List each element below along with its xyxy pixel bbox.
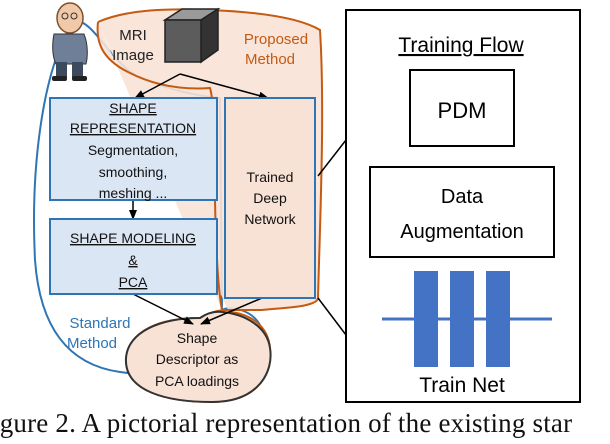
mri-label-line1: MRI: [119, 27, 147, 44]
arrow-mri-to-representation: [134, 73, 181, 99]
output-line3: PCA loadings: [155, 373, 239, 389]
shape-modeling-line2: &: [128, 252, 138, 268]
training-flow-title: Training Flow: [398, 34, 524, 57]
standard-method-label-line1: Standard: [70, 315, 131, 332]
neural-network-blocks-icon: [382, 271, 552, 367]
pdm-label: PDM: [438, 98, 487, 123]
proposed-method-label-line1: Proposed: [244, 31, 308, 48]
output-blob: [124, 310, 272, 404]
arrow-modeling-to-output: [132, 293, 194, 325]
standard-method-label-line2: Method: [67, 335, 117, 352]
figure-caption: igure 2. A pictorial representation of t…: [0, 408, 573, 438]
trained-network-line2: Deep: [253, 190, 287, 206]
old-man-clipart-icon: [52, 2, 88, 81]
shape-representation-title1: SHAPE: [109, 100, 156, 116]
output-line1: Shape: [177, 330, 218, 346]
shape-representation-title2: REPRESENTATION: [70, 120, 196, 136]
shape-representation-line3: meshing ...: [99, 185, 167, 201]
shape-modeling-line3: PCA: [119, 274, 148, 290]
shape-representation-line2: smoothing,: [99, 164, 167, 180]
trained-network-line3: Network: [244, 211, 296, 227]
arrow-network-to-output: [200, 297, 263, 325]
shape-modeling-box: [49, 218, 218, 295]
connector-bottom: [317, 297, 347, 336]
data-augmentation-line2: Augmentation: [400, 221, 523, 243]
shape-representation-line1: Segmentation,: [88, 142, 178, 158]
trained-network-line1: Trained: [247, 169, 294, 185]
train-net-label: Train Net: [419, 374, 505, 397]
pdm-box: [409, 69, 515, 147]
mri-volume-cube-icon: [162, 7, 221, 64]
connector-top: [317, 139, 347, 177]
shape-modeling-line1: SHAPE MODELING: [70, 230, 196, 246]
arrow-mri-to-network: [179, 73, 269, 100]
shape-representation-box: [49, 97, 218, 201]
output-line2: Descriptor as: [156, 351, 238, 367]
proposed-method-label-line2: Method: [245, 51, 295, 68]
data-augmentation-box: [369, 166, 555, 258]
mri-label-line2: Image: [112, 47, 154, 64]
data-augmentation-line1: Data: [441, 186, 484, 208]
trained-network-box: [224, 97, 316, 299]
